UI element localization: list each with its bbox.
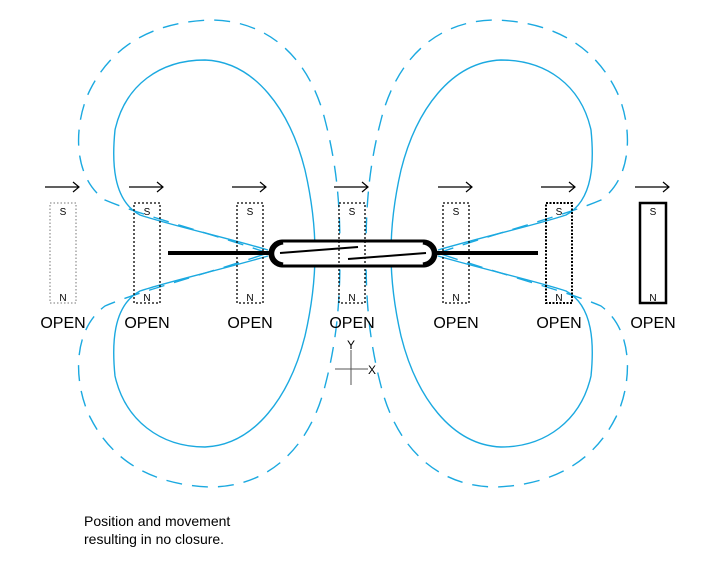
magnet-position: S N OPEN [40, 181, 86, 332]
switch-state-label: OPEN [630, 315, 675, 332]
reed-blade-right [347, 252, 427, 260]
caption-line-2: resulting in no closure. [84, 531, 225, 547]
magnet-position: S N OPEN [124, 181, 170, 332]
reed-switch-seal-left [269, 239, 284, 268]
north-pole-label: N [348, 293, 355, 304]
caption-line-1: Position and movement [84, 513, 231, 529]
north-pole-label: N [649, 293, 656, 304]
figure-caption: Position and movement resulting in no cl… [84, 512, 230, 548]
south-pole-label: S [144, 207, 151, 218]
south-pole-label: S [650, 207, 657, 218]
north-pole-label: N [143, 293, 150, 304]
switch-state-label: OPEN [227, 315, 272, 332]
south-pole-label: S [453, 207, 460, 218]
switch-state-label: OPEN [329, 315, 374, 332]
arrow-head-icon [72, 181, 80, 193]
south-pole-label: S [349, 207, 356, 218]
switch-state-label: OPEN [40, 315, 85, 332]
north-pole-label: N [452, 293, 459, 304]
axis-indicator: Y X [335, 338, 376, 385]
switch-state-label: OPEN [124, 315, 169, 332]
reed-switch-seal-right [422, 239, 437, 268]
switch-state-label: OPEN [433, 315, 478, 332]
x-axis-label: X [368, 363, 376, 377]
magnet-position: S N OPEN [227, 181, 273, 332]
bar-magnet [133, 202, 161, 304]
arrow-head-icon [361, 181, 369, 193]
south-pole-label: S [247, 207, 254, 218]
bar-magnet [236, 202, 264, 304]
magnet-position: S N OPEN [536, 181, 582, 332]
magnet-position: S N OPEN [329, 181, 375, 332]
arrow-head-icon [156, 181, 164, 193]
switch-state-label: OPEN [536, 315, 581, 332]
arrow-head-icon [465, 181, 473, 193]
south-pole-label: S [556, 207, 563, 218]
y-axis-label: Y [347, 338, 355, 352]
north-pole-label: N [246, 293, 253, 304]
bar-magnet [638, 201, 668, 305]
bar-magnet [49, 202, 77, 304]
arrow-head-icon [662, 181, 670, 193]
reed-blade-left [279, 246, 359, 254]
magnet-positions: S N OPEN S N OPEN S N OPEN S N OPEN S N OPEN S N OPEN S N OP… [40, 181, 676, 332]
south-pole-label: S [60, 207, 67, 218]
bar-magnet [442, 202, 470, 304]
bar-magnet [338, 202, 366, 304]
reed-switch [168, 239, 538, 268]
magnet-position: S N OPEN [433, 181, 479, 332]
arrow-head-icon [259, 181, 267, 193]
magnet-position: S N OPEN [630, 181, 676, 332]
arrow-head-icon [568, 181, 576, 193]
north-pole-label: N [59, 293, 66, 304]
north-pole-label: N [555, 293, 562, 304]
